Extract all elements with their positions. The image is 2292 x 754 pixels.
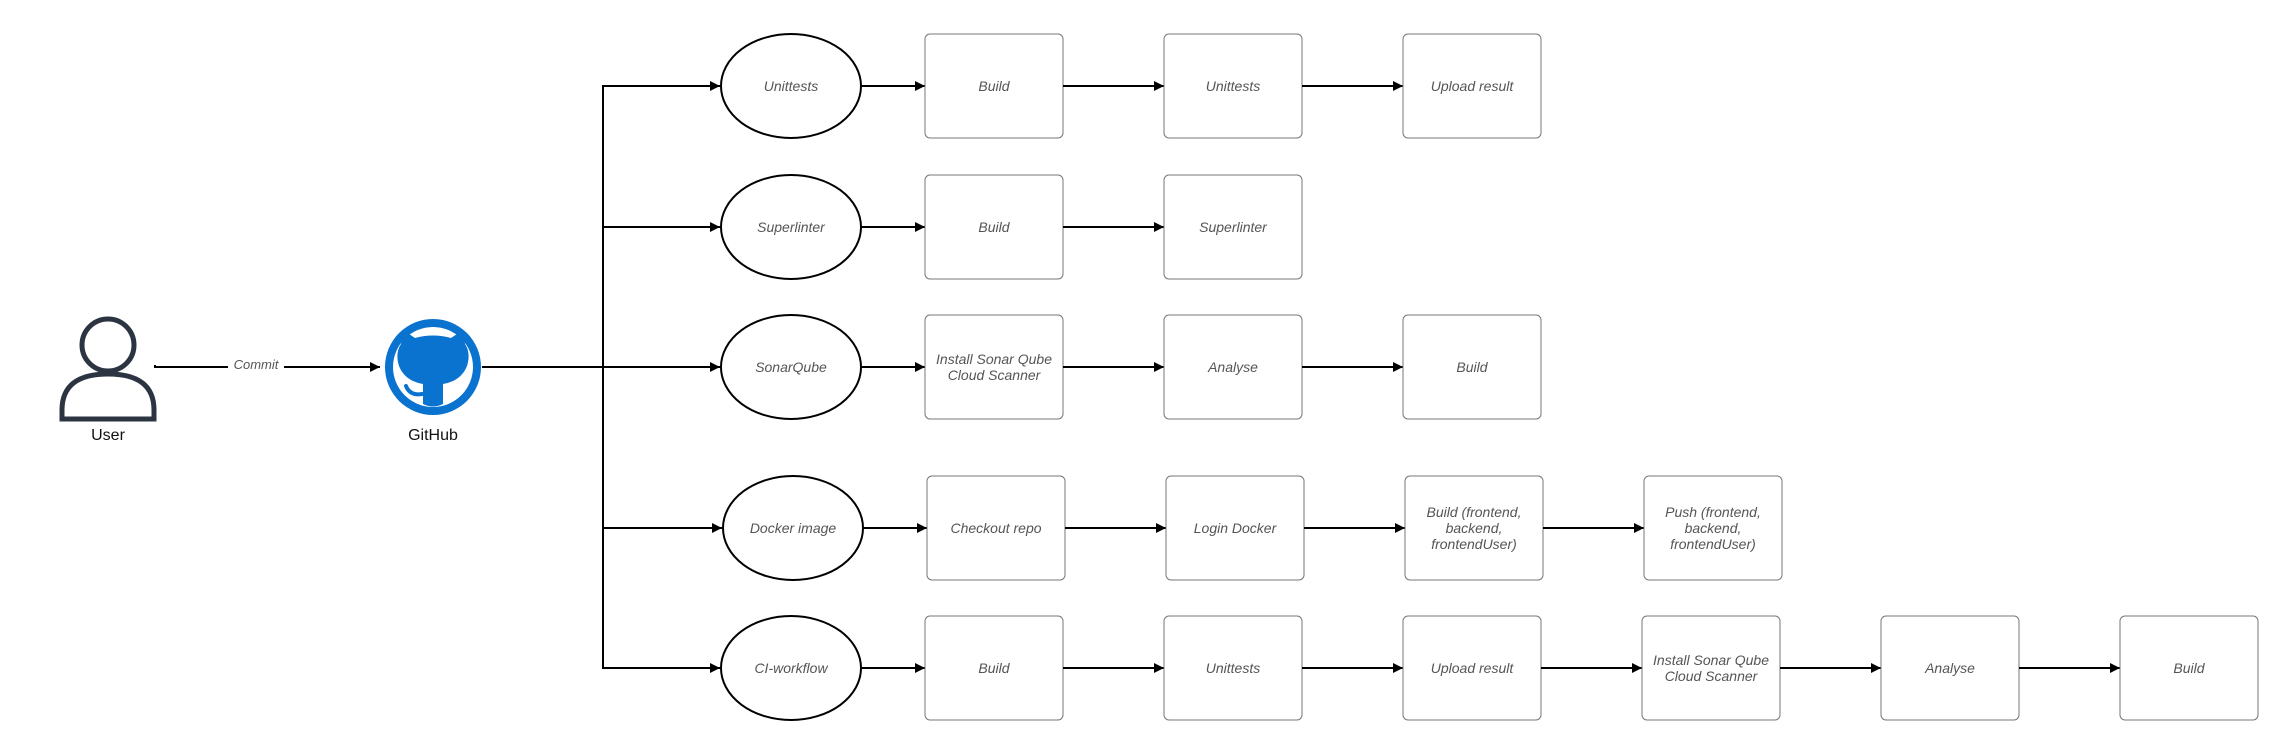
workflow-step-label: Superlinter: [1199, 219, 1268, 235]
workflow-step: [1163, 174, 1303, 280]
github-label: GitHub: [408, 427, 458, 444]
user-label: User: [91, 427, 125, 444]
branch-connectors: [482, 81, 722, 673]
workflow-row: Unittests Build Unittests Upload result: [720, 33, 1542, 139]
workflow-trigger-label: SonarQube: [755, 359, 827, 375]
workflow-row: CI-workflow Build Unittests Upload result In…: [720, 615, 2259, 721]
workflow-step-label: Upload result: [1431, 660, 1515, 676]
workflow-step-label: Build (frontend,backend,frontendUser): [1427, 504, 1522, 552]
workflow-step-label: Unittests: [1206, 660, 1260, 676]
workflow-step: [1402, 33, 1542, 139]
commit-label-bg: [228, 356, 284, 372]
workflow-step: [1402, 314, 1542, 420]
workflow-step-label: Analyse: [1207, 359, 1258, 375]
workflow-step-label: Upload result: [1431, 78, 1515, 94]
workflow-trigger-label: Superlinter: [757, 219, 826, 235]
workflow-step-label: Build: [2173, 660, 2205, 676]
workflow-step-label: Login Docker: [1194, 520, 1278, 536]
workflow-trigger-label: Docker image: [750, 520, 837, 536]
workflow-step-label: Build: [978, 78, 1010, 94]
workflow-step-label: Analyse: [1924, 660, 1975, 676]
workflow-trigger-label: Unittests: [764, 78, 818, 94]
workflow-step-label: Push (frontend,backend,frontendUser): [1665, 504, 1761, 552]
workflow-row: Superlinter Build Superlinter: [720, 174, 1303, 280]
workflow-step-label: Build: [1456, 359, 1488, 375]
commit-label: Commit: [234, 357, 280, 372]
user-icon: [59, 316, 157, 422]
commit-edge: Commit: [154, 356, 380, 372]
workflow-step-label: Checkout repo: [950, 520, 1041, 536]
workflow-step-label: Build: [978, 219, 1010, 235]
workflow-step-label: Unittests: [1206, 78, 1260, 94]
workflow-step: [2119, 615, 2259, 721]
github-icon: [385, 319, 481, 415]
user-actor: User: [59, 316, 157, 444]
workflow-trigger-label: CI-workflow: [754, 660, 828, 676]
github-actor: GitHub: [385, 319, 481, 444]
workflow-step: [1643, 475, 1783, 581]
workflow-step-label: Build: [978, 660, 1010, 676]
workflow-row: Docker image Checkout repo Login Docker Bui…: [722, 475, 1783, 581]
